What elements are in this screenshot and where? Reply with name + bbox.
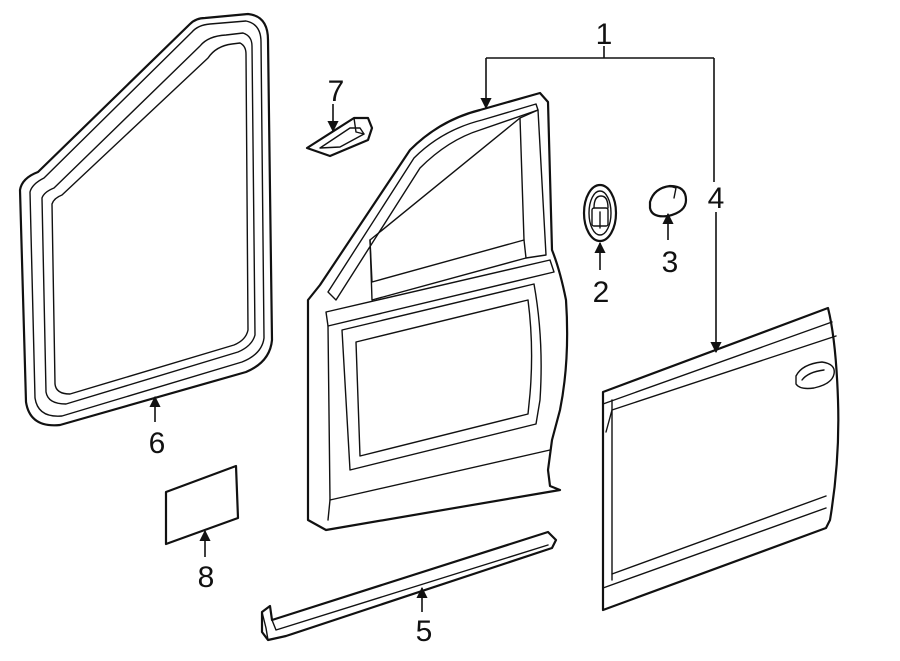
callout-1: 1: [596, 18, 613, 51]
leader-lines: [149, 46, 722, 612]
callout-7: 7: [328, 75, 345, 108]
callout-2: 2: [593, 276, 610, 309]
callouts: 1 2 3 4 5 6 7 8: [149, 18, 725, 648]
door-label: [164, 464, 240, 546]
door-bracket: [305, 116, 374, 158]
outer-door-panel: [601, 306, 840, 612]
callout-3: 3: [662, 246, 679, 279]
door-weatherstrip: [18, 12, 274, 427]
door-shell: [306, 91, 569, 532]
callout-5: 5: [416, 615, 433, 648]
hole-plug: [648, 184, 688, 218]
lock-plug: [582, 183, 618, 243]
callout-8: 8: [198, 561, 215, 594]
callout-4: 4: [708, 182, 725, 215]
leader-1-bracket: [486, 46, 714, 59]
callout-6: 6: [149, 427, 166, 460]
rocker-molding: [260, 530, 558, 642]
